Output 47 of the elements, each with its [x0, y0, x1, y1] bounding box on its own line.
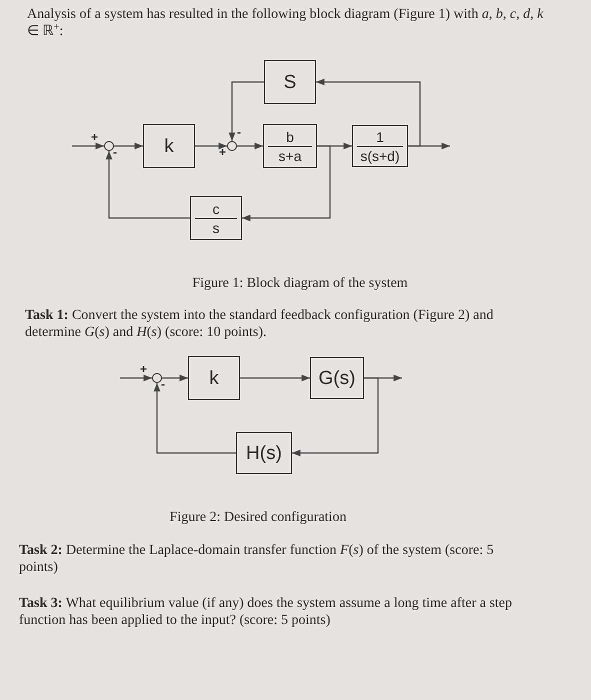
arrow	[228, 81, 264, 141]
arrow	[242, 145, 331, 222]
block-box	[188, 356, 240, 400]
arrow	[240, 374, 310, 382]
denominator: s(s+d)	[360, 148, 400, 162]
denominator: s	[212, 220, 220, 234]
arrow	[114, 142, 143, 150]
summing-junction	[227, 141, 237, 151]
block-box	[264, 60, 316, 104]
arrow	[120, 374, 152, 382]
arrow	[316, 78, 421, 147]
denominator: s+a	[278, 148, 302, 162]
paragraph: Task 3: What equilibrium value (if any) does the system assume a long time after a step function has been applied to the input? (score: 5 points)	[19, 595, 514, 629]
figure-caption: Figure 1: Block diagram of the system	[191, 275, 409, 292]
arrow	[154, 383, 236, 454]
arrow	[162, 374, 188, 382]
numerator: c	[212, 202, 220, 216]
sign-label: -	[237, 126, 241, 138]
arrow	[237, 142, 263, 150]
transfer-function-label: G(s)	[318, 368, 356, 388]
sign-label: -	[113, 146, 117, 158]
block-box	[263, 124, 317, 168]
paragraph: Analysis of a system has resulted in the following block diagram (Figure 1) with a, b, c, d, k ∈ ℝ$^{+}$:	[27, 6, 544, 40]
arrow	[292, 377, 379, 456]
transfer-function-label: H(s)	[246, 444, 282, 462]
sign-label: +	[219, 146, 226, 158]
block-box	[310, 357, 364, 399]
paragraph: Task 1: Convert the system into the standard feedback configuration (Figure 2) and determine G(s) and H(s) (score: 10 points).	[25, 307, 494, 341]
arrow	[72, 142, 104, 150]
block-box	[190, 196, 242, 240]
paragraph: Task 2: Determine the Laplace-domain transfer function F(s) of the system (score: 5 points)	[19, 542, 495, 576]
summing-junction	[152, 373, 162, 383]
transfer-function-label: S	[284, 72, 296, 92]
block-box	[236, 432, 292, 474]
arrow	[106, 151, 190, 219]
transfer-function-label: k	[164, 136, 174, 156]
arrow	[195, 142, 227, 150]
numerator: 1	[376, 130, 384, 144]
block-box	[352, 125, 408, 167]
block-box	[143, 124, 195, 168]
transfer-function-label: k	[209, 368, 219, 388]
sign-label: -	[161, 378, 165, 390]
sign-label: +	[140, 363, 148, 375]
figure-caption: Figure 2: Desired configuration	[168, 509, 348, 526]
summing-junction	[104, 141, 114, 151]
numerator: b	[286, 130, 294, 144]
sign-label: +	[91, 131, 98, 143]
